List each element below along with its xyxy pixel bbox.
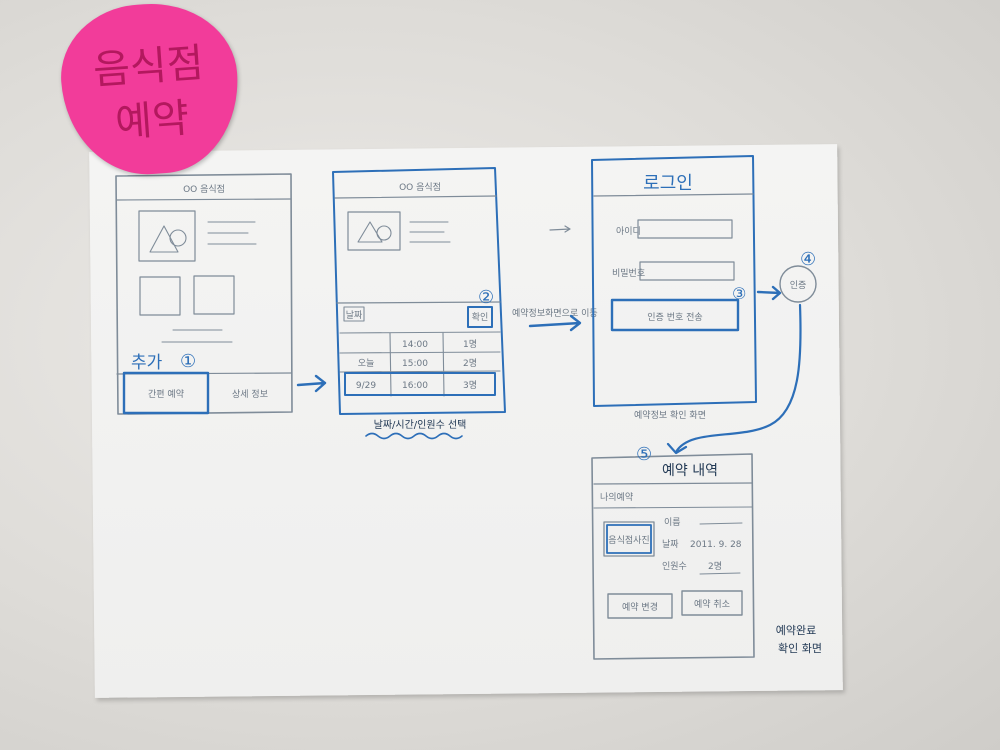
reserve-button[interactable] <box>122 371 210 415</box>
image-placeholder <box>138 210 196 262</box>
password-input[interactable] <box>639 261 735 281</box>
row3-date: 9/29 <box>356 381 376 391</box>
row1-time: 14:00 <box>402 340 428 350</box>
field-name-label: 이름 <box>664 517 681 528</box>
id-input[interactable] <box>637 219 733 239</box>
verify-label: 인증 <box>790 280 807 291</box>
send-code-label: 인증 번호 전송 <box>647 312 702 323</box>
row3-time: 16:00 <box>402 381 428 391</box>
change-reservation-label: 예약 변경 <box>622 601 658 613</box>
date-button-label: 날짜 <box>346 310 363 321</box>
note-line1: 예약완료 <box>776 623 816 637</box>
verify-circle <box>779 265 817 303</box>
arrow-3-to-4 <box>756 285 782 301</box>
sticky-line2: 예약 <box>113 95 191 147</box>
row2-time: 15:00 <box>402 359 428 369</box>
screen2-caption: 날짜/시간/인원수 선택 <box>374 419 467 431</box>
screen2-side-note: 예약정보화면으로 이동 <box>512 307 598 319</box>
date-button[interactable] <box>343 306 365 322</box>
sticky-line1: 음식점 <box>91 40 206 94</box>
step1-number: ① <box>180 351 196 372</box>
screen5-reservation-history: ⑤ 예약 내역 나의예약 음식점사진 이름 날짜 2011. 9. 28 인원수… <box>591 444 822 660</box>
field-people-label: 인원수 <box>662 561 687 572</box>
change-reservation-button[interactable] <box>607 593 673 619</box>
row1-people: 1명 <box>463 339 477 350</box>
step4-verify: 인증 ④ <box>779 249 817 303</box>
field-people-value: 2명 <box>708 561 722 572</box>
restaurant-photo <box>603 521 655 557</box>
arrow-4-to-5 <box>666 303 802 455</box>
login-title: 로그인 <box>643 173 693 194</box>
screen1-restaurant-info: OO 음식점 추가 ① 간편 예약 상세 정보 <box>115 173 293 415</box>
cancel-reservation-label: 예약 취소 <box>694 598 730 610</box>
note-line2: 확인 화면 <box>778 642 822 655</box>
add-label: 추가 <box>131 353 163 373</box>
password-label: 비밀번호 <box>612 267 645 279</box>
row2-date: 오늘 <box>358 358 375 369</box>
row3-people: 3명 <box>463 380 477 391</box>
cancel-reservation-button[interactable] <box>681 590 743 616</box>
step3-number: ③ <box>732 284 746 303</box>
arrow-1-to-2 <box>296 374 327 393</box>
field-date-value: 2011. 9. 28 <box>690 540 742 550</box>
step4-number: ④ <box>800 249 816 270</box>
selected-row[interactable] <box>344 372 496 396</box>
caption-underline <box>365 432 463 440</box>
history-title: 예약 내역 <box>662 463 718 479</box>
small-arrow <box>549 225 571 233</box>
my-reservation-label: 나의예약 <box>600 491 633 503</box>
id-label: 아이디 <box>616 226 641 237</box>
footer-link[interactable]: 예약정보 확인 화면 <box>634 409 706 421</box>
screen2-time-select: OO 음식점 날짜 확인 ② 14:00 1명 오늘 15:00 2명 9/29… <box>332 167 598 440</box>
confirm-button-label: 확인 <box>472 311 489 323</box>
detail-button-label[interactable]: 상세 정보 <box>232 389 268 400</box>
step5-number: ⑤ <box>636 444 652 465</box>
image-placeholder-2 <box>347 211 401 251</box>
send-code-button[interactable] <box>610 298 740 332</box>
screen3-login: 로그인 아이디 비밀번호 인증 번호 전송 ③ 예약정보 확인 화면 <box>591 155 757 421</box>
row2-people: 2명 <box>463 358 477 369</box>
field-date-label: 날짜 <box>662 539 679 550</box>
confirm-button[interactable] <box>467 306 493 328</box>
thumb-placeholder-1 <box>139 276 181 316</box>
photo-label: 음식점사진 <box>608 534 649 546</box>
arrow-2-to-3 <box>528 314 582 332</box>
step2-number: ② <box>478 287 494 308</box>
screen1-title: OO 음식점 <box>183 183 225 195</box>
screen2-title: OO 음식점 <box>399 181 441 193</box>
reserve-button-label: 간편 예약 <box>148 388 184 400</box>
thumb-placeholder-2 <box>193 275 235 315</box>
